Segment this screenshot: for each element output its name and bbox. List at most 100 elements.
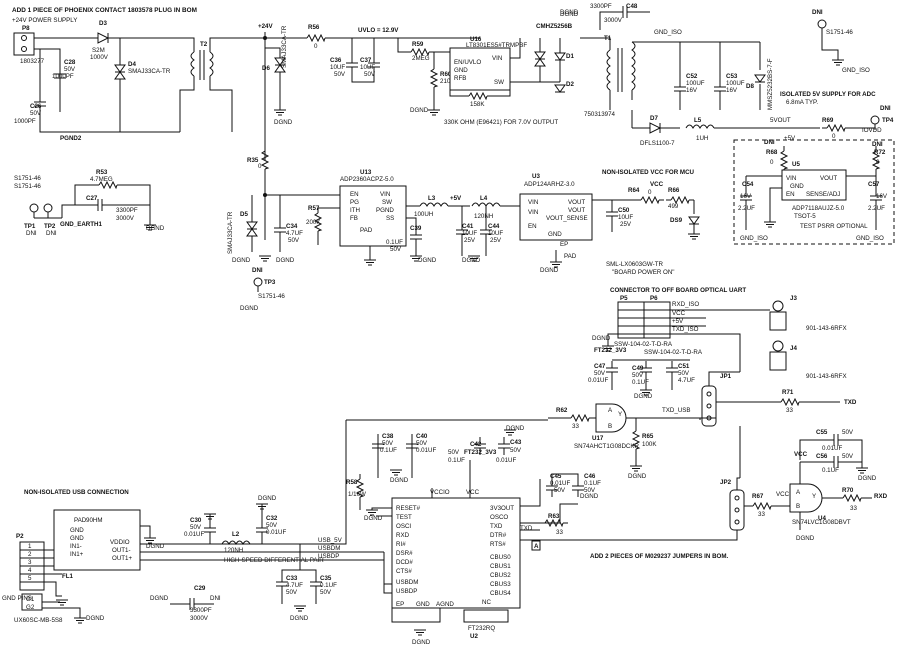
svg-text:CBUS0: CBUS0 bbox=[490, 554, 511, 561]
svg-text:OSCO: OSCO bbox=[490, 514, 508, 521]
svg-text:D4: D4 bbox=[128, 61, 136, 68]
buck-u13: U13 ADP2360ACPZ-5.0 EN PG ITH FB PAD VIN… bbox=[339, 169, 420, 247]
svg-text:R64: R64 bbox=[628, 187, 640, 194]
svg-text:SN74LVC1G08DBVT: SN74LVC1G08DBVT bbox=[792, 519, 851, 526]
svg-text:GND PINS: GND PINS bbox=[2, 595, 32, 602]
svg-text:50V: 50V bbox=[30, 110, 42, 117]
svg-text:C33: C33 bbox=[286, 575, 298, 582]
svg-text:158K: 158K bbox=[470, 101, 485, 108]
svg-text:10UF: 10UF bbox=[488, 230, 503, 237]
svg-text:33: 33 bbox=[758, 511, 765, 518]
svg-text:PGND2: PGND2 bbox=[60, 135, 82, 142]
svg-text:DNI: DNI bbox=[812, 9, 823, 16]
svg-text:C52: C52 bbox=[686, 73, 698, 80]
svg-text:U17: U17 bbox=[592, 435, 604, 442]
svg-text:S1751-46: S1751-46 bbox=[14, 175, 41, 182]
svg-text:25V: 25V bbox=[490, 237, 502, 244]
svg-text:SW: SW bbox=[494, 79, 504, 86]
jumper-jp2: JP2 bbox=[720, 479, 745, 531]
svg-text:FT232_3V3: FT232_3V3 bbox=[594, 347, 627, 354]
svg-text:TXD: TXD bbox=[520, 525, 533, 532]
svg-text:C39: C39 bbox=[410, 225, 422, 232]
svg-text:USBDP: USBDP bbox=[396, 588, 417, 595]
svg-text:EP: EP bbox=[396, 601, 404, 608]
svg-text:D2: D2 bbox=[566, 81, 574, 88]
svg-text:FT232RQ: FT232RQ bbox=[468, 625, 495, 632]
svg-text:P6: P6 bbox=[650, 295, 658, 302]
svg-text:S2M: S2M bbox=[92, 47, 105, 54]
svg-text:16V: 16V bbox=[740, 193, 752, 200]
svg-text:DGND: DGND bbox=[232, 257, 251, 264]
transformer-t1: T1 750313974 bbox=[580, 35, 720, 118]
svg-text:CBUS1: CBUS1 bbox=[490, 563, 511, 570]
svg-text:2MEG: 2MEG bbox=[412, 55, 430, 62]
svg-text:GND_EARTH1: GND_EARTH1 bbox=[60, 221, 103, 228]
svg-text:33: 33 bbox=[850, 505, 857, 512]
svg-text:R53: R53 bbox=[96, 169, 108, 176]
svg-text:DNI: DNI bbox=[46, 230, 57, 237]
svg-text:SMAJ33CA-TR: SMAJ33CA-TR bbox=[227, 211, 234, 254]
svg-text:GND: GND bbox=[70, 527, 84, 534]
svg-text:D5: D5 bbox=[240, 211, 248, 218]
svg-text:RXD_ISO: RXD_ISO bbox=[672, 301, 699, 308]
regulator-u16: U16 LT8301ES5#TRMPBF EN/UVLO GND RFB VIN… bbox=[449, 36, 560, 91]
svg-text:SSW-104-02-T-D-RA: SSW-104-02-T-D-RA bbox=[614, 341, 673, 348]
svg-text:GND: GND bbox=[790, 183, 804, 190]
svg-text:IN1-: IN1- bbox=[70, 543, 82, 550]
svg-text:DGND: DGND bbox=[560, 11, 579, 18]
svg-text:25V: 25V bbox=[620, 221, 632, 228]
svg-text:G1: G1 bbox=[26, 596, 35, 603]
tvs-d4: D4 SMAJ33CA-TR bbox=[114, 38, 171, 132]
svg-text:16V: 16V bbox=[876, 193, 888, 200]
svg-text:3300PF: 3300PF bbox=[190, 607, 212, 614]
svg-text:VCC: VCC bbox=[776, 491, 790, 498]
svg-text:U3: U3 bbox=[532, 173, 540, 180]
svg-text:0.01UF: 0.01UF bbox=[266, 529, 287, 536]
svg-text:DGND: DGND bbox=[240, 305, 259, 312]
svg-text:50V: 50V bbox=[190, 524, 202, 531]
svg-text:16V: 16V bbox=[686, 87, 698, 94]
transformer-t2: T2 bbox=[179, 37, 265, 132]
svg-text:C27: C27 bbox=[86, 195, 98, 202]
svg-text:33: 33 bbox=[556, 529, 563, 536]
svg-text:C49: C49 bbox=[632, 365, 644, 372]
svg-text:VCCIO: VCCIO bbox=[430, 489, 450, 496]
svg-text:50V: 50V bbox=[64, 66, 76, 73]
svg-text:RTS#: RTS# bbox=[490, 541, 506, 548]
svg-text:4.7UF: 4.7UF bbox=[286, 230, 303, 237]
svg-text:210K: 210K bbox=[440, 78, 455, 85]
svg-text:IN1+: IN1+ bbox=[70, 551, 84, 558]
svg-text:0.01UF: 0.01UF bbox=[822, 445, 843, 452]
svg-text:2.2UF: 2.2UF bbox=[738, 205, 755, 212]
svg-text:1803277: 1803277 bbox=[20, 58, 45, 65]
svg-text:100UF: 100UF bbox=[726, 80, 745, 87]
svg-text:GND: GND bbox=[70, 535, 84, 542]
svg-text:USBDP: USBDP bbox=[318, 553, 339, 560]
svg-text:6.8mA TYP.: 6.8mA TYP. bbox=[786, 99, 818, 106]
jumper-jp1: JP1 bbox=[701, 373, 732, 427]
svg-text:G2: G2 bbox=[26, 604, 35, 611]
note-diff-pair: HIGH-SPEED DIFFERENTIAL PAIR bbox=[224, 557, 324, 564]
svg-text:NC: NC bbox=[482, 599, 491, 606]
svg-text:B: B bbox=[796, 503, 800, 510]
svg-text:DGND: DGND bbox=[150, 595, 169, 602]
svg-text:C44: C44 bbox=[488, 223, 500, 230]
svg-text:VOUT: VOUT bbox=[568, 207, 585, 214]
svg-text:DGND: DGND bbox=[290, 615, 309, 622]
svg-text:TSOT-5: TSOT-5 bbox=[794, 213, 816, 220]
svg-text:R57: R57 bbox=[308, 205, 320, 212]
svg-text:50V: 50V bbox=[416, 440, 428, 447]
svg-text:Y: Y bbox=[812, 493, 816, 500]
svg-text:C36: C36 bbox=[330, 57, 342, 64]
svg-text:50V: 50V bbox=[678, 370, 690, 377]
svg-text:PG: PG bbox=[350, 199, 359, 206]
svg-text:CBUS3: CBUS3 bbox=[490, 581, 511, 588]
note-psrr: TEST PSRR OPTIONAL bbox=[800, 223, 868, 230]
svg-text:1000PF: 1000PF bbox=[52, 73, 74, 80]
svg-text:100UF: 100UF bbox=[686, 80, 705, 87]
svg-text:C50: C50 bbox=[618, 207, 630, 214]
label-a: A bbox=[534, 543, 539, 550]
svg-text:90HM: 90HM bbox=[86, 517, 103, 524]
svg-text:DNI: DNI bbox=[764, 139, 775, 146]
